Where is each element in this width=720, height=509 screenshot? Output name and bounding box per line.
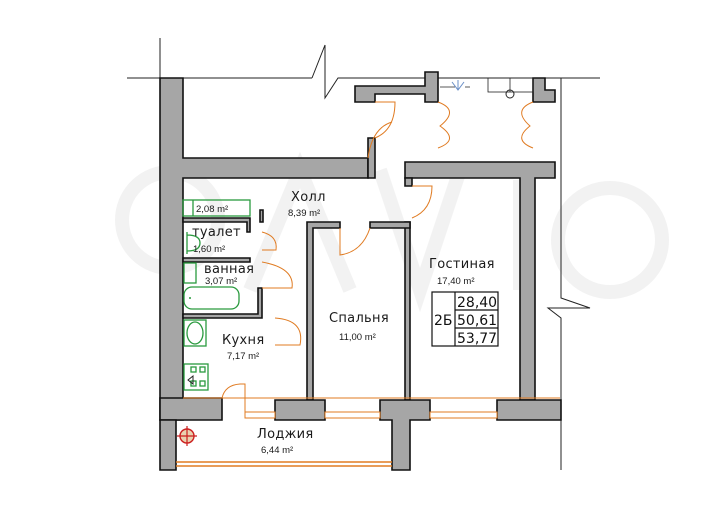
room-hall-name: Холл — [291, 190, 326, 205]
room-labels: Холл 8,39 m² 2,08 m² туалет 1,60 m² ванн… — [192, 190, 495, 456]
gas-riser-icon — [487, 77, 534, 99]
room-loggia-name: Лоджия — [257, 427, 314, 442]
room-living-area: 17,40 m² — [437, 276, 475, 287]
apartment-type: 2Б — [434, 313, 453, 329]
room-storage-area: 2,08 m² — [196, 204, 228, 215]
windows — [176, 397, 560, 467]
stair-arrow-icon — [440, 80, 470, 91]
room-living-name: Гостиная — [429, 257, 495, 272]
room-toilet-area: 1,60 m² — [193, 244, 225, 255]
room-bedroom-name: Спальня — [329, 311, 389, 326]
storage-shelves — [182, 199, 251, 217]
sink-icon — [183, 319, 207, 347]
room-bathroom-name: ванная — [204, 262, 254, 277]
living-area-value: 28,40 — [457, 295, 497, 311]
room-loggia-area: 6,44 m² — [261, 445, 293, 456]
total-with-loggia-value: 53,77 — [457, 331, 497, 347]
room-bathroom-area: 3,07 m² — [205, 276, 237, 287]
room-kitchen-area: 7,17 m² — [227, 351, 259, 362]
room-kitchen-name: Кухня — [222, 333, 264, 348]
room-hall-area: 8,39 m² — [288, 208, 320, 219]
summary-table: 2Б 28,40 50,61 53,77 — [431, 291, 499, 347]
room-bedroom-area: 11,00 m² — [339, 332, 376, 343]
room-toilet-name: туалет — [192, 225, 241, 240]
doors — [221, 101, 534, 418]
toilet-icon — [186, 232, 201, 254]
total-area-value: 50,61 — [457, 313, 497, 329]
bathtub-icon — [183, 262, 240, 310]
gas-meter-icon — [177, 426, 197, 446]
stove-icon — [183, 363, 209, 391]
